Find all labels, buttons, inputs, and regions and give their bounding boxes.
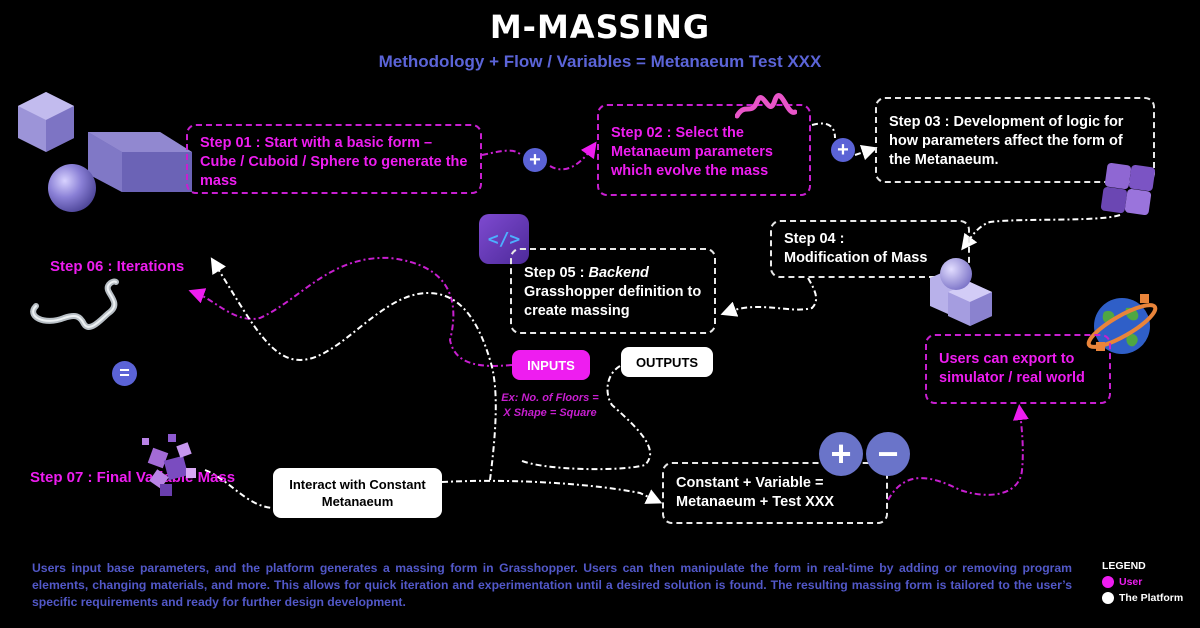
page-title: M-MASSING	[489, 8, 711, 46]
connector-step04-step05	[720, 277, 818, 317]
scattered-cubes-icon	[142, 434, 196, 496]
step-05-italic: Backend	[588, 265, 649, 281]
step-04-text: Modification of Mass	[784, 250, 928, 266]
connector-outputs-step06	[210, 257, 497, 481]
outputs-node: OUTPUTS	[621, 347, 713, 377]
plus-operator-2: +	[831, 138, 855, 162]
constant-variable-box: Constant + Variable = Metanaeum + Test X…	[662, 462, 888, 524]
connector-interact-constant	[441, 479, 663, 504]
step-02-box: Step 02 : Select the Metanaeum parameter…	[597, 104, 811, 196]
connector-constant-export	[887, 404, 1029, 501]
legend-item-user: User	[1102, 576, 1183, 588]
connector-outputs-constant	[519, 365, 652, 471]
wave-icon	[735, 93, 797, 119]
plus-operator: +	[523, 148, 547, 172]
subtract-operator: −	[866, 432, 910, 476]
sphere-icon	[48, 164, 96, 212]
basic-forms-illustration	[18, 92, 192, 212]
legend-title: LEGEND	[1102, 560, 1146, 572]
cube-icon	[18, 92, 74, 152]
inputs-node: INPUTS	[512, 350, 590, 380]
equals-icon: =	[119, 363, 130, 383]
connector-step01-step02	[481, 148, 592, 171]
code-icon: </>	[479, 214, 529, 264]
mass-combo-icon	[930, 258, 992, 326]
platform-color-dot	[1102, 592, 1114, 604]
export-box: Users can export to simulator / real wor…	[925, 334, 1111, 404]
puzzle-icon	[1100, 162, 1156, 216]
plus-icon: +	[830, 433, 852, 474]
interact-node: Interact with Constant Metanaeum	[273, 468, 442, 518]
connector-step02-step03	[811, 122, 870, 155]
legend: LEGEND User The Platform	[1102, 560, 1183, 604]
connector-inputs-step06	[188, 256, 513, 367]
connector-step03-step04	[961, 214, 1121, 251]
legend-label-user: User	[1119, 576, 1143, 588]
inputs-example: Ex: No. of Floors = X Shape = Square	[501, 392, 599, 419]
step-04-box: Step 04 : Modification of Mass	[770, 220, 970, 278]
minus-icon: −	[877, 433, 899, 474]
step-01-box: Step 01 : Start with a basic form – Cube…	[186, 124, 482, 194]
step-04-label: Step 04 :	[784, 231, 845, 247]
footer-description: Users input base parameters, and the pla…	[32, 561, 1072, 609]
page-subtitle: Methodology + Flow / Variables = Metanae…	[378, 52, 822, 71]
step-05-box: Step 05 : Backend Grasshopper definition…	[510, 248, 716, 334]
user-color-dot	[1102, 576, 1114, 588]
legend-item-platform: The Platform	[1102, 592, 1183, 604]
plus-icon: +	[529, 148, 541, 171]
legend-label-platform: The Platform	[1119, 592, 1184, 604]
equals-operator: =	[112, 361, 137, 386]
step-06-label: Step 06 : Iterations	[50, 258, 185, 275]
add-operator: +	[819, 432, 863, 476]
step-05-label: Step 05 :	[524, 265, 589, 281]
cuboid-icon	[88, 132, 192, 192]
step-05-text: Grasshopper definition to create massing	[524, 284, 702, 319]
squiggle-icon	[30, 278, 119, 330]
step-03-box: Step 03 : Development of logic for how p…	[875, 97, 1155, 183]
plus-icon: +	[837, 138, 849, 161]
